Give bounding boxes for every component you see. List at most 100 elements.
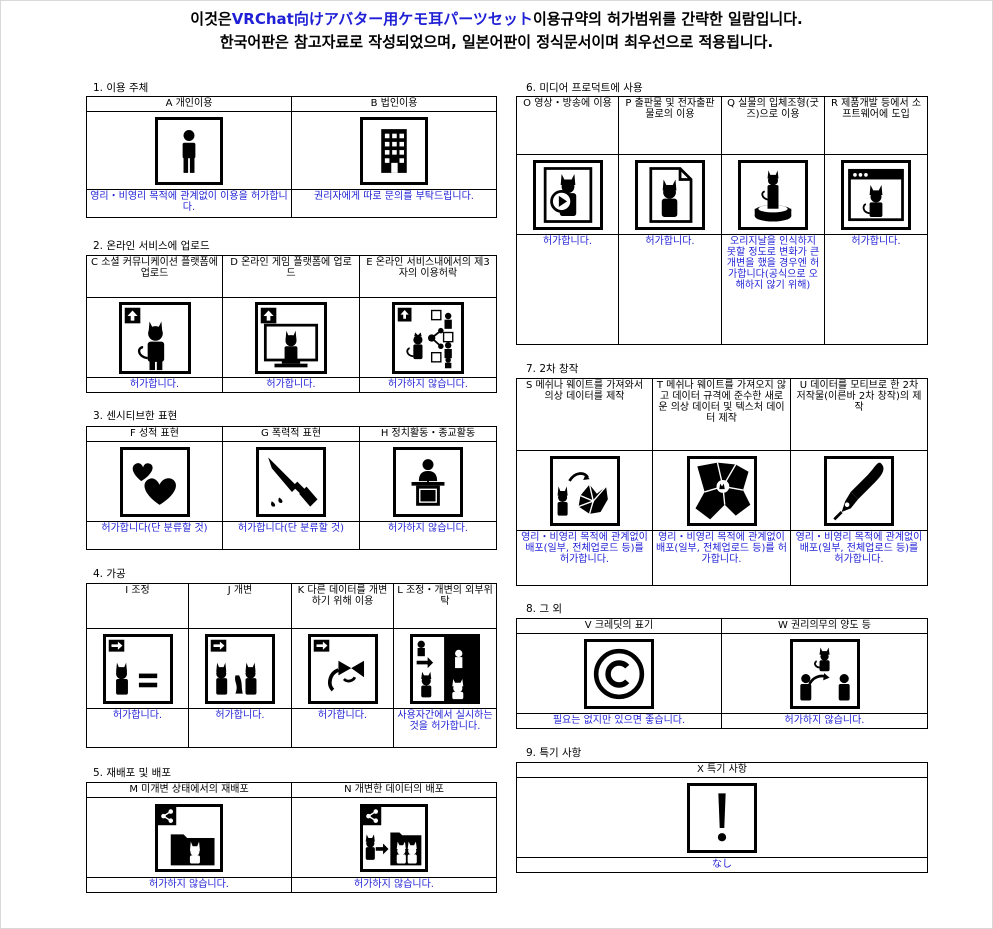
- item-note-u: 영리・비영리 목적에 관계없이 배포(일부, 전체업로드 등)를 허가합니다.: [790, 530, 928, 586]
- item-label-l: L 조정・개변의 외부위탁: [393, 583, 497, 629]
- table-processing: I 조정 J 개변 K 다른 데이터를 개변하기 위해 이용 L 조정・개변의 …: [86, 583, 497, 748]
- item-note-t: 영리・비영리 목적에 관계없이 배포(일부, 전체업로드 등)를 허가합니다.: [652, 530, 791, 586]
- person-icon: [155, 116, 223, 185]
- copyright-icon: [584, 638, 654, 709]
- item-label-p: P 출판물 및 전자출판물로의 이용: [618, 96, 722, 155]
- icon-cell-j: [188, 628, 292, 709]
- item-note-n: 허가하지 않습니다.: [291, 877, 497, 893]
- icon-cell-r: [824, 154, 928, 235]
- item-note-v: 필요는 없지만 있으면 좋습니다.: [516, 713, 722, 729]
- item-label-k: K 다른 데이터를 개변하기 위해 이용: [291, 583, 394, 629]
- item-note-a: 영리・비영리 목적에 관계없이 이용을 허가합니다.: [86, 189, 292, 218]
- table-redistribution: M 미개변 상태에서의 재배포 N 개변한 데이터의 배포 허가하지 않습니다.…: [86, 782, 497, 893]
- pen-icon: [824, 455, 894, 526]
- modify-icon: [205, 633, 275, 704]
- item-label-o: O 영상・방송에 이용: [516, 96, 619, 155]
- icon-cell-t: [652, 450, 791, 531]
- header-line-2: 한국어판은 참고자료로 작성되었으며, 일본어판이 정식문서이며 최우선으로 적…: [219, 33, 774, 51]
- item-label-f: F 성적 표현: [86, 426, 223, 442]
- transfer-icon: [789, 638, 860, 709]
- item-note-q: 오리지날을 인식하지 못할 정도로 변화가 큰 개변을 했을 경우엔 허가합니다…: [721, 234, 825, 345]
- section-title-processing: 4. 가공: [93, 568, 126, 580]
- icon-cell-q: [721, 154, 825, 235]
- icon-cell-o: [516, 154, 619, 235]
- item-note-d: 허가합니다.: [222, 377, 360, 393]
- distribute-modified-icon: [360, 803, 428, 872]
- section-title-derivative: 7. 2차 창작: [526, 363, 579, 375]
- section-title-online-upload: 2. 온라인 서비스에 업로드: [93, 240, 210, 252]
- product-name: VRChat向けアバター用ケモ耳パーツセット: [231, 10, 533, 28]
- item-note-f: 허가합니다(단 분류할 것): [86, 521, 223, 550]
- item-label-q: Q 실물의 입체조형(굿즈)으로 이용: [721, 96, 825, 155]
- icon-cell-u: [790, 450, 928, 531]
- table-derivative: S 메쉬나 웨이트를 가져와서 의상 데이터를 제작 T 메쉬나 웨이트를 가져…: [516, 378, 928, 586]
- icon-cell-c: [86, 297, 223, 378]
- table-special: X 특기 사항 なし: [516, 762, 928, 873]
- exclamation-icon: [687, 782, 757, 853]
- podium-icon: [393, 446, 463, 517]
- item-note-s: 영리・비영리 목적에 관계없이 배포(일부, 전체업로드 등)를 허가합니다.: [516, 530, 653, 586]
- redistribute-icon: [155, 803, 223, 872]
- item-note-p: 허가합니다.: [618, 234, 722, 345]
- item-label-n: N 개변한 데이터의 배포: [291, 782, 497, 798]
- item-note-j: 허가합니다.: [188, 708, 292, 748]
- item-note-e: 허가하지 않습니다.: [359, 377, 497, 393]
- item-label-w: W 권리의무의 양도 등: [721, 618, 928, 634]
- item-note-r: 허가합니다.: [824, 234, 928, 345]
- section-title-special: 9. 특기 사항: [526, 747, 582, 759]
- section-title-other: 8. 그 외: [526, 603, 563, 615]
- item-note-o: 허가합니다.: [516, 234, 619, 345]
- item-note-k: 허가합니다.: [291, 708, 394, 748]
- icon-cell-n: [291, 797, 497, 878]
- item-note-h: 허가하지 않습니다.: [359, 521, 497, 550]
- other-data-icon: [307, 633, 378, 704]
- item-label-d: D 온라인 게임 플랫폼에 업로드: [222, 255, 360, 298]
- item-note-c: 허가합니다.: [86, 377, 223, 393]
- icon-cell-l: [393, 628, 497, 709]
- knife-icon: [256, 446, 326, 517]
- icon-cell-v: [516, 633, 722, 714]
- item-label-c: C 소셜 커뮤니케이션 플랫폼에 업로드: [86, 255, 223, 298]
- section-title-usage-subject: 1. 이용 주체: [93, 82, 149, 94]
- item-note-g: 허가합니다(단 분류할 것): [222, 521, 360, 550]
- item-label-u: U 데이터를 모티브로 한 2차 저작물(이른바 2차 창작)의 제작: [790, 378, 928, 451]
- icon-cell-g: [222, 441, 360, 522]
- icon-cell-w: [721, 633, 928, 714]
- item-label-b: B 법인이용: [291, 96, 497, 112]
- item-label-v: V 크레딧의 표기: [516, 618, 722, 634]
- cloth-icon: [686, 455, 757, 526]
- section-title-sensitive: 3. 센시티브한 표현: [93, 410, 178, 422]
- item-note-m: 허가하지 않습니다.: [86, 877, 292, 893]
- item-label-r: R 제품개발 등에서 소프트웨어에 도입: [824, 96, 928, 155]
- item-label-x: X 특기 사항: [516, 762, 928, 778]
- item-label-h: H 정치활동・종교활동: [359, 426, 497, 442]
- software-icon: [841, 159, 911, 230]
- table-usage-subject: A 개인이용 B 법인이용 영리・비영리 목적에 관계없이 이용을 허가합니다.…: [86, 96, 497, 218]
- item-note-b: 권리자에게 따로 문의를 부탁드립니다.: [291, 189, 497, 218]
- building-icon: [360, 116, 428, 185]
- document-icon: [635, 159, 705, 230]
- video-icon: [532, 159, 603, 230]
- header-line1-prefix: 이것은: [190, 10, 232, 28]
- item-label-j: J 개변: [188, 583, 292, 629]
- section-title-redistribution: 5. 재배포 및 배포: [93, 767, 171, 779]
- item-note-i: 허가합니다.: [86, 708, 189, 748]
- section-title-media: 6. 미디어 프로덕트에 사용: [526, 82, 643, 94]
- item-label-e: E 온라인 서비스내에서의 제3자의 이용허락: [359, 255, 497, 298]
- icon-cell-s: [516, 450, 653, 531]
- item-note-x: なし: [516, 857, 928, 873]
- item-label-i: I 조정: [86, 583, 189, 629]
- page-header: 이것은VRChat向けアバター用ケモ耳パーツセット이용규약의 허가범위를 간략한…: [0, 8, 993, 54]
- icon-cell-d: [222, 297, 360, 378]
- header-line-1: 이것은VRChat向けアバター用ケモ耳パーツセット이용규약의 허가범위를 간략한…: [0, 8, 993, 31]
- icon-cell-e: [359, 297, 497, 378]
- icon-cell-i: [86, 628, 189, 709]
- outsource-icon: [410, 633, 480, 704]
- item-note-l: 사용자간에서 실시하는 것을 허가합니다.: [393, 708, 497, 748]
- figure-icon: [738, 159, 808, 230]
- hearts-icon: [119, 446, 190, 517]
- table-other: V 크레딧의 표기 W 권리의무의 양도 등 필요는 없지만 있으면 좋습니다.…: [516, 618, 928, 729]
- icon-cell-b: [291, 111, 497, 190]
- table-online-upload: C 소셜 커뮤니케이션 플랫폼에 업로드 D 온라인 게임 플랫폼에 업로드 E…: [86, 255, 497, 393]
- item-label-t: T 메쉬나 웨이트를 가져오지 않고 데이터 규격에 준수한 새로운 의상 데이…: [652, 378, 791, 451]
